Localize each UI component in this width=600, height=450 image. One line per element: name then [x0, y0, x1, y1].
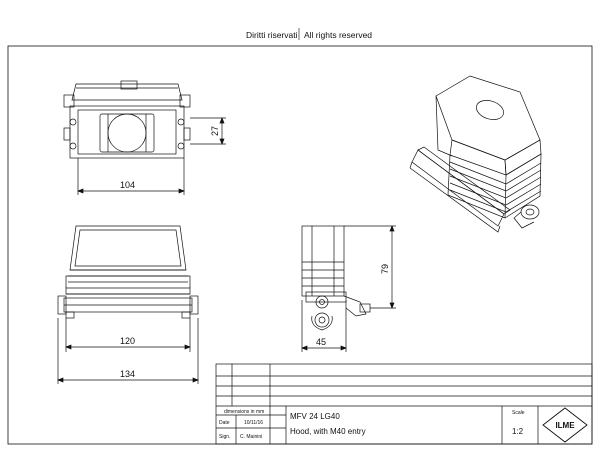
rights-header: Diritti riservati All rights reserved — [246, 28, 372, 40]
front-view — [57, 225, 199, 384]
sign-label: Sign. — [219, 434, 230, 440]
dim-side-height: 79 — [380, 264, 390, 274]
part-code: MFV 24 LG40 — [290, 412, 340, 421]
scale-label: Scale — [512, 410, 525, 416]
dim-side-width: 45 — [316, 337, 326, 347]
sign-value: C. Mainini — [240, 434, 262, 440]
logo-text: ILME — [555, 421, 575, 430]
date-value: 10/11/16 — [244, 420, 263, 426]
ilme-logo: ILME — [542, 407, 588, 443]
top-view — [63, 80, 226, 195]
side-view — [301, 225, 396, 352]
scale-value: 1:2 — [512, 427, 524, 436]
rights-italian: Diritti riservati — [246, 30, 298, 40]
dim-top-width: 104 — [120, 180, 135, 190]
dim-top-height: 27 — [210, 126, 220, 136]
title-block — [215, 363, 593, 445]
dim-front-outer: 134 — [120, 369, 135, 379]
part-description: Hood, with M40 entry — [290, 427, 366, 436]
isometric-view — [409, 75, 542, 233]
date-label: Date — [219, 420, 230, 426]
dim-front-inner: 120 — [120, 336, 135, 346]
rights-english: All rights reserved — [304, 30, 372, 40]
units-label: dimensions in mm — [224, 409, 264, 415]
